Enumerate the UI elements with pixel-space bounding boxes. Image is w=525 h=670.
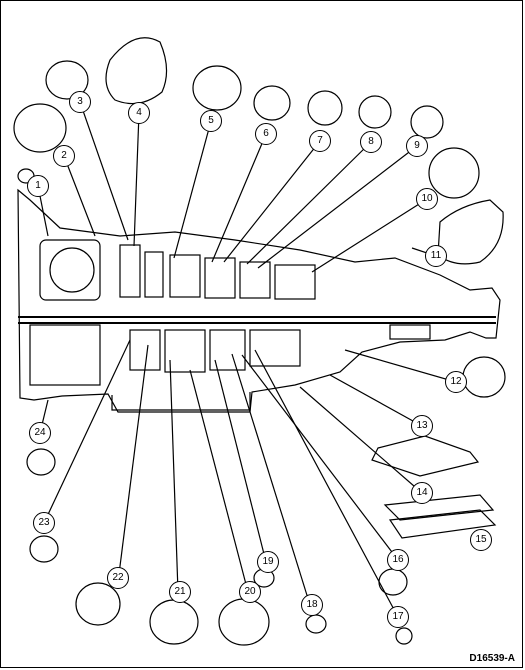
callout-1: 1 [27,175,49,197]
callout-21: 21 [169,581,191,603]
seal-ring-8 [358,95,392,129]
callout-10: 10 [416,188,438,210]
callout-5: 5 [200,110,222,132]
gasket-4 [105,37,168,105]
callout-13: 13 [411,415,433,437]
callout-4: 4 [128,102,150,124]
callout-24: 24 [29,422,51,444]
callout-15: 15 [470,529,492,551]
seal-ring-21 [149,599,199,645]
seal-ring-9 [410,105,444,139]
callout-2: 2 [53,145,75,167]
seal-ring-18 [305,614,327,634]
seal-ring-5 [192,65,242,111]
callout-20: 20 [239,581,261,603]
figure-id: D16539-A [469,653,515,664]
separator-plate-14 [383,494,495,521]
callout-8: 8 [360,131,382,153]
seal-ring-23 [29,535,59,563]
callout-22: 22 [107,567,129,589]
seal-ring-2 [13,103,67,153]
transmission-case [17,188,501,413]
seal-ring-17 [395,627,413,645]
callout-19: 19 [257,551,279,573]
seal-ring-22 [75,582,121,626]
callout-23: 23 [33,512,55,534]
seal-ring-7 [307,90,343,126]
seal-ring-16 [378,568,408,596]
pan-gasket-13 [371,435,480,477]
callout-16: 16 [387,549,409,571]
callout-14: 14 [411,482,433,504]
separator-plate-15 [388,509,497,539]
seal-ring-20 [218,598,270,646]
seal-ring-12 [462,356,506,398]
callout-9: 9 [406,135,428,157]
callout-11: 11 [425,245,447,267]
callout-7: 7 [309,130,331,152]
callout-17: 17 [387,606,409,628]
callout-18: 18 [301,594,323,616]
callout-12: 12 [445,371,467,393]
front-seal-24 [26,448,56,476]
callout-3: 3 [69,91,91,113]
seal-ring-10 [428,147,480,199]
torque-converter-hub [49,247,95,293]
seal-ring-6 [253,85,291,121]
gasket-11 [437,199,504,265]
seal-ring-3 [45,60,89,100]
callout-6: 6 [255,123,277,145]
